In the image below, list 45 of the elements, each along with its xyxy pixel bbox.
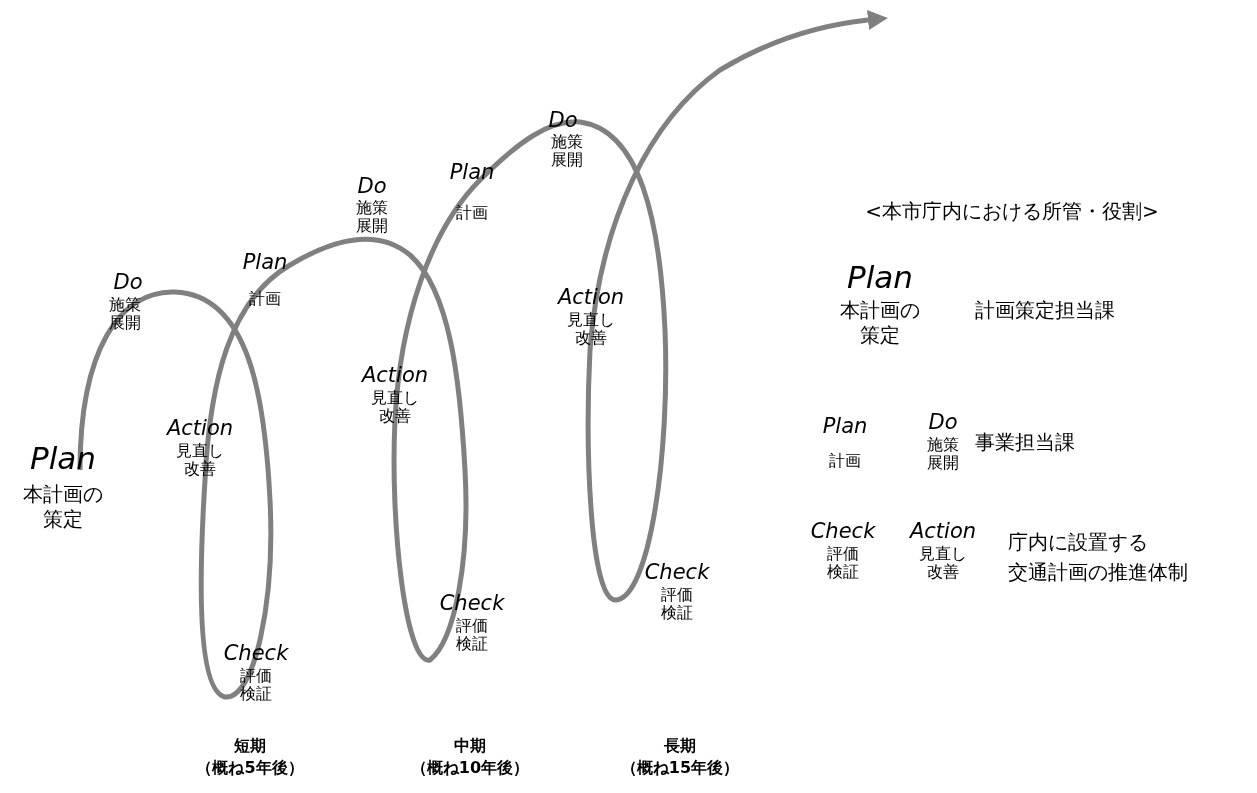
phase-label: Do: [548, 110, 578, 131]
phase-label: Action: [166, 418, 234, 439]
phase-description: 施策展開: [109, 296, 141, 332]
role-text: 庁内に設置する: [1008, 532, 1148, 552]
phase-label: Action: [909, 521, 977, 542]
phase-label: Do: [928, 412, 958, 433]
phase-description: 施策展開: [356, 199, 388, 235]
phase-description: 見直し改善: [919, 545, 967, 581]
phase-label: Plan: [847, 262, 913, 293]
phase-description: 見直し改善: [567, 311, 615, 347]
phase-label: Check: [223, 643, 289, 664]
phase-label: Plan: [242, 252, 288, 273]
phase-description: 見直し改善: [371, 389, 419, 425]
role-text: 交通計画の推進体制: [1008, 562, 1188, 582]
phase-description: 計画: [249, 290, 281, 308]
role-text: 事業担当課: [975, 432, 1075, 452]
phase-label: Do: [357, 176, 387, 197]
phase-description: 評価検証: [661, 586, 693, 622]
phase-label: Check: [810, 521, 876, 542]
phase-description: 評価検証: [456, 617, 488, 653]
phase-description: 本計画の策定: [23, 482, 103, 532]
term-years: （概ね10年後）: [410, 760, 530, 776]
phase-label: Plan: [30, 443, 96, 474]
phase-label: Plan: [449, 162, 495, 183]
phase-description: 計画: [456, 204, 488, 222]
phase-label: Do: [113, 272, 143, 293]
phase-label: Plan: [822, 416, 868, 437]
term-label: 長期: [664, 738, 696, 754]
term-label: 短期: [234, 738, 266, 754]
phase-label: Action: [557, 287, 625, 308]
phase-label: Check: [439, 593, 505, 614]
phase-label: Action: [361, 365, 429, 386]
term-years: （概ね15年後）: [620, 760, 740, 776]
phase-description: 施策展開: [551, 133, 583, 169]
section-heading: <本市庁内における所管・役割>: [865, 201, 1159, 221]
term-label: 中期: [454, 738, 486, 754]
phase-description: 評価検証: [240, 667, 272, 703]
phase-description: 計画: [829, 452, 861, 470]
role-text: 計画策定担当課: [975, 300, 1115, 320]
phase-description: 評価検証: [827, 545, 859, 581]
phase-description: 施策展開: [927, 436, 959, 472]
phase-label: Check: [644, 562, 710, 583]
phase-description: 本計画の策定: [840, 298, 920, 348]
term-years: （概ね5年後）: [196, 760, 304, 776]
phase-description: 見直し改善: [176, 442, 224, 478]
